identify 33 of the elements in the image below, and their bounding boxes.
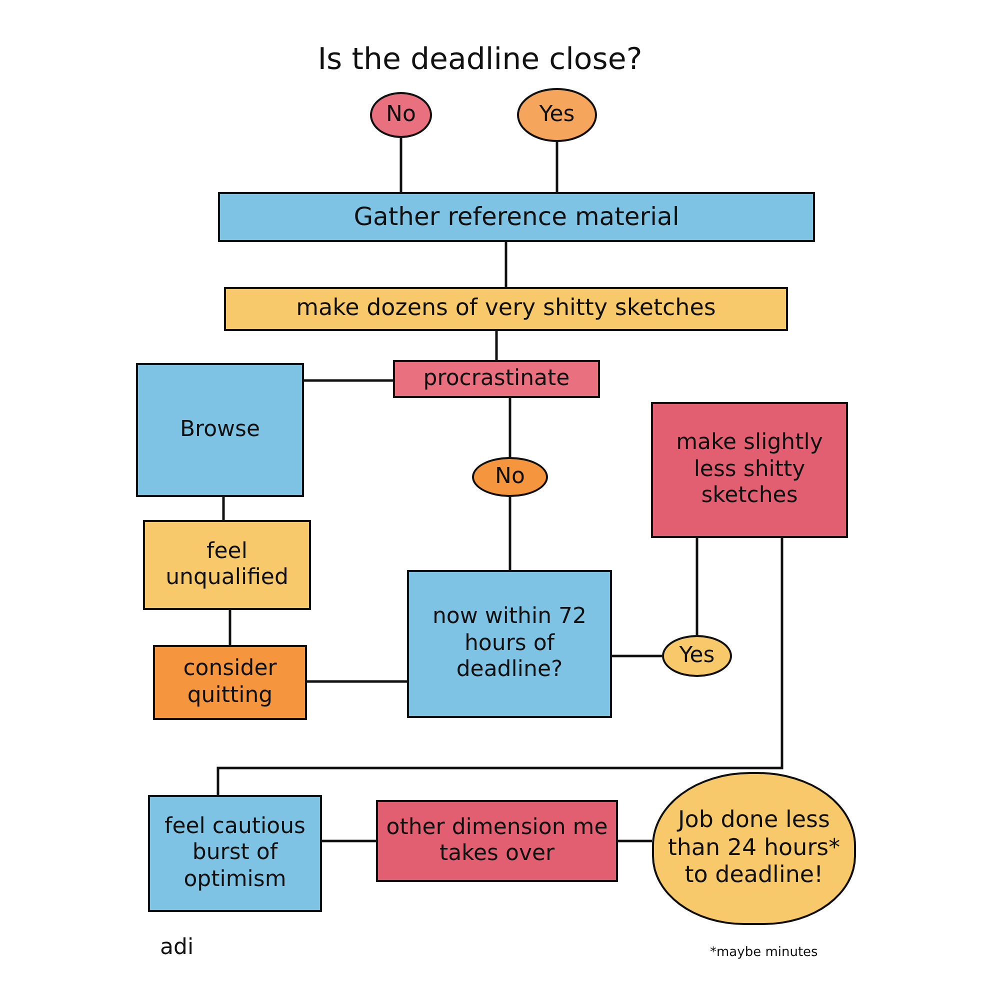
connector-line (556, 142, 558, 192)
connector-line (216, 538, 784, 795)
process-box: consider quitting (153, 645, 307, 720)
connector-line (696, 538, 698, 635)
connector-line (322, 840, 376, 842)
connector-line (612, 654, 662, 658)
signature: adi (160, 935, 194, 960)
process-box: other dimension me takes over (376, 800, 618, 882)
answer-oval: No (370, 92, 432, 138)
connector-line (508, 497, 512, 570)
process-box: make dozens of very shitty sketches (224, 287, 788, 331)
footnote: *maybe minutes (710, 945, 818, 960)
connector-line (400, 138, 402, 192)
process-box: feel unqualified (143, 520, 311, 610)
process-box: now within 72 hours of deadline? (407, 570, 612, 718)
answer-oval: Yes (662, 635, 732, 677)
process-box: Gather reference material (218, 192, 815, 242)
connector-line (504, 242, 508, 287)
connector-line (495, 331, 498, 360)
connector-line (304, 379, 393, 382)
process-box: make slightly less shitty sketches (651, 402, 848, 538)
process-box: procrastinate (393, 360, 600, 398)
process-box: feel cautious burst of optimism (148, 795, 322, 912)
connector-line (307, 680, 407, 683)
answer-oval: Yes (517, 88, 597, 142)
connector-line (228, 610, 232, 645)
answer-oval: No (472, 457, 548, 497)
title: Is the deadline close? (316, 42, 644, 77)
connector-line (222, 497, 225, 520)
connector-line (618, 840, 652, 842)
end-blob: Job done less than 24 hours* to deadline! (652, 772, 856, 925)
process-box: Browse (136, 363, 304, 497)
connector-line (508, 398, 512, 457)
